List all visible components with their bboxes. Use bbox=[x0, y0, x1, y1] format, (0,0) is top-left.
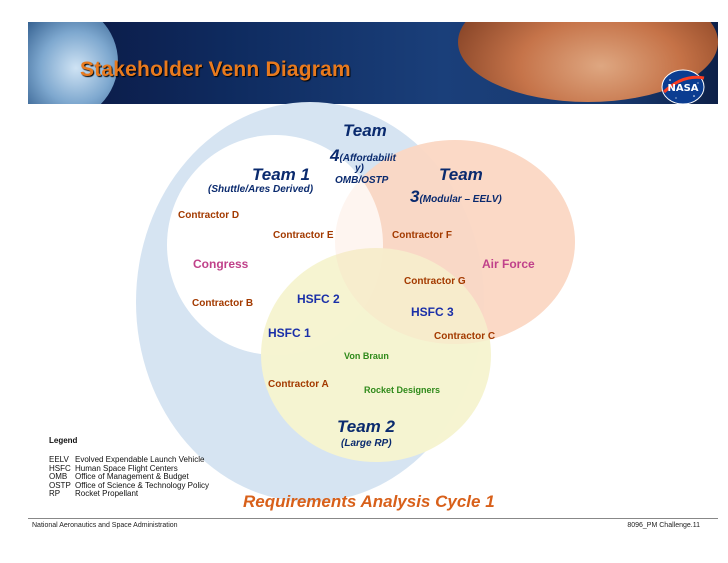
team3-subtitle: (Modular – EELV) bbox=[419, 194, 502, 205]
team4-paren-b: y) bbox=[355, 163, 364, 174]
team4-paren-a: (Affordabilit bbox=[339, 153, 396, 164]
von-braun-label: Von Braun bbox=[344, 351, 389, 361]
header-banner: NASA bbox=[28, 22, 718, 104]
team2-circle bbox=[261, 248, 491, 462]
contractor-a-label: Contractor A bbox=[268, 379, 329, 390]
cycle-title: Requirements Analysis Cycle 1 bbox=[243, 492, 495, 511]
footer-slide-id: 8096_PM Challenge.11 bbox=[627, 522, 700, 529]
team4-number: 4 bbox=[330, 146, 340, 165]
contractor-d-label: Contractor D bbox=[178, 210, 240, 221]
nasa-logo-text: NASA bbox=[667, 83, 698, 94]
footer-agency: National Aeronautics and Space Administr… bbox=[32, 522, 178, 529]
air-force-label: Air Force bbox=[482, 257, 535, 271]
legend-title: Legend bbox=[49, 436, 78, 445]
hsfc3-label: HSFC 3 bbox=[411, 305, 454, 319]
contractor-c-label: Contractor C bbox=[434, 331, 496, 342]
team1-label: Team 1 bbox=[252, 165, 310, 184]
team2-label: Team 2 bbox=[337, 417, 395, 436]
earth-graphic bbox=[28, 22, 118, 104]
contractor-b-label: Contractor B bbox=[192, 298, 254, 309]
team2-subtitle: (Large RP) bbox=[341, 438, 392, 449]
team3-overlap-tint bbox=[335, 140, 575, 344]
hsfc1-label: HSFC 1 bbox=[268, 326, 311, 340]
team4-label: Team bbox=[343, 121, 387, 140]
contractor-f-label: Contractor F bbox=[392, 230, 452, 241]
team3-number: 3 bbox=[410, 187, 420, 206]
page-title: Stakeholder Venn Diagram bbox=[80, 58, 351, 81]
rocket-designers-label: Rocket Designers bbox=[364, 385, 441, 395]
hsfc2-label: HSFC 2 bbox=[297, 292, 340, 306]
congress-label: Congress bbox=[193, 257, 249, 271]
team4-number-line: 4(Affordabilit bbox=[330, 146, 396, 166]
contractor-g-label: Contractor G bbox=[404, 276, 466, 287]
team1-subtitle: (Shuttle/Ares Derived) bbox=[208, 184, 314, 195]
team3-number-line: 3(Modular – EELV) bbox=[410, 187, 502, 207]
team4-subtitle: OMB/OSTP bbox=[335, 175, 389, 186]
team3-label: Team bbox=[439, 165, 483, 184]
nasa-logo-icon: NASA bbox=[661, 69, 705, 104]
contractor-e-label: Contractor E bbox=[273, 230, 334, 241]
footer-divider bbox=[28, 518, 718, 519]
